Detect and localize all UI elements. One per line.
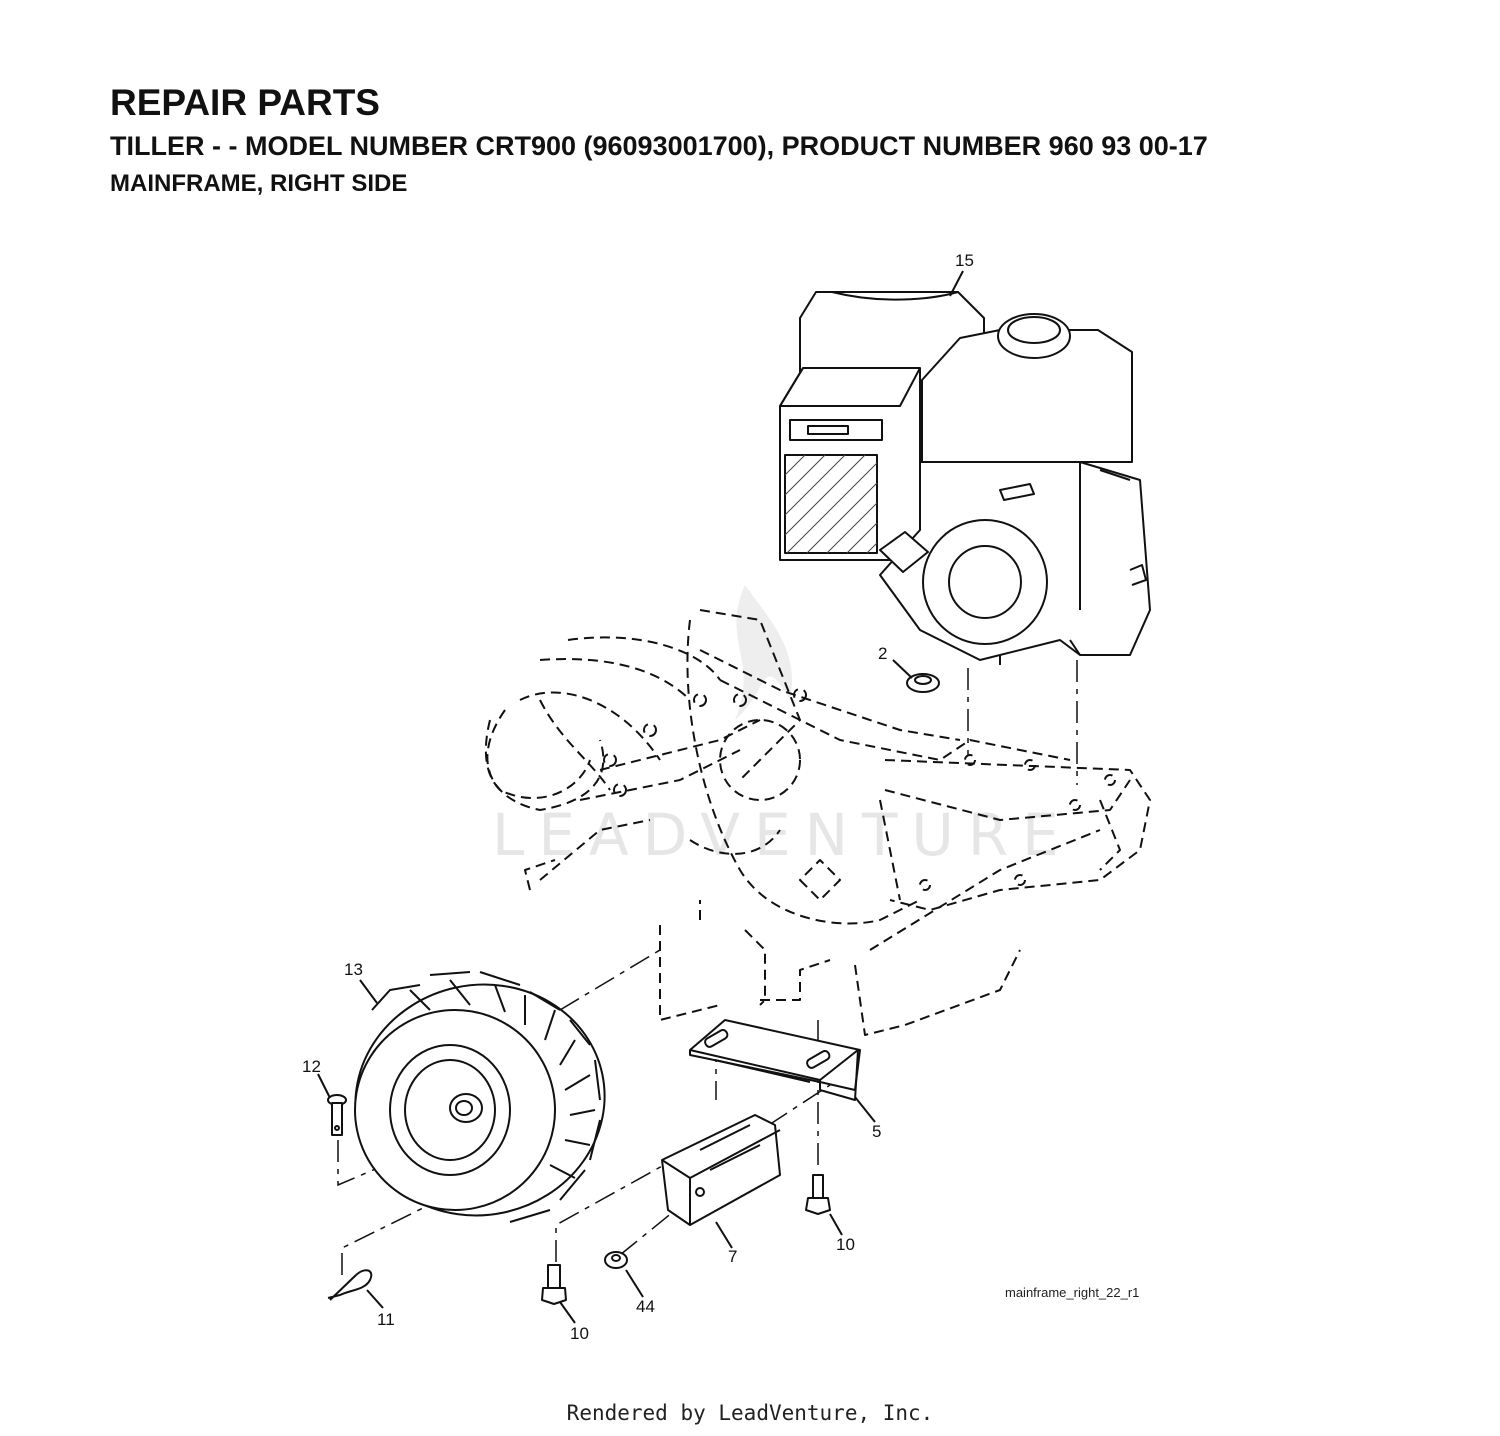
callout-pointers <box>317 270 964 1324</box>
wheel-part <box>354 971 606 1223</box>
watermark-flame-icon <box>735 585 792 720</box>
lock-nut-part <box>604 1251 628 1269</box>
figure-id: mainframe_right_22_r1 <box>1005 1285 1139 1300</box>
flange-nut-part <box>906 673 940 693</box>
callout-nut: 2 <box>878 644 887 663</box>
callout-engine: 15 <box>955 251 974 270</box>
callout-weight: 7 <box>728 1247 737 1266</box>
bolt-part-left <box>541 1264 567 1305</box>
section-title: MAINFRAME, RIGHT SIDE <box>110 170 408 197</box>
watermark-text: LEADVENTURE <box>492 801 1073 869</box>
callout-pin: 12 <box>302 1057 321 1076</box>
callout-bolt-right: 10 <box>836 1235 855 1254</box>
hairpin-clip-part <box>327 1269 373 1301</box>
model-subtitle: TILLER - - MODEL NUMBER CRT900 (96093001… <box>110 131 1208 161</box>
callout-bracket: 5 <box>872 1122 881 1141</box>
callout-wheel: 13 <box>344 960 363 979</box>
clevis-pin-part <box>327 1094 347 1136</box>
tiller-frame-dashed <box>484 609 1151 1036</box>
bolt-part-right <box>805 1174 831 1215</box>
callout-bolt-left: 10 <box>570 1324 589 1343</box>
callout-lock-nut: 44 <box>636 1297 655 1316</box>
rendered-by-footer: Rendered by LeadVenture, Inc. <box>566 1401 934 1425</box>
weight-part <box>661 1114 781 1226</box>
page-title: REPAIR PARTS <box>110 82 380 123</box>
engine-drawing <box>779 291 1151 665</box>
callout-hairpin-clip: 11 <box>377 1310 395 1329</box>
bracket-part <box>689 1019 861 1101</box>
